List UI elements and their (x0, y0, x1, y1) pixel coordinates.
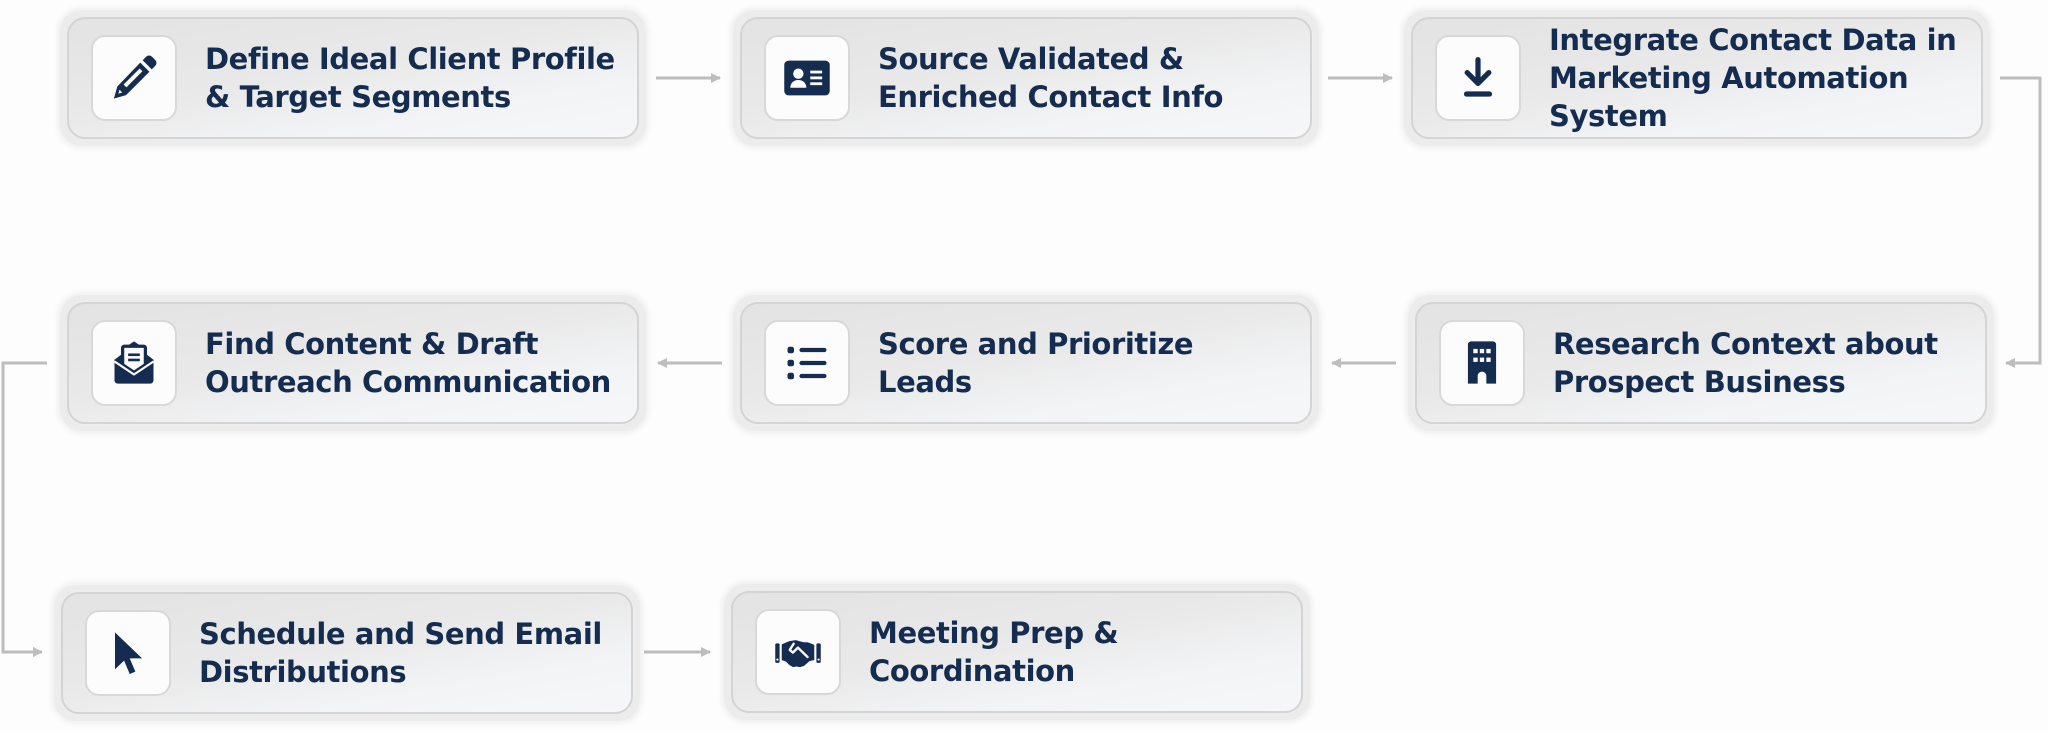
step-label: Schedule and Send Email Distributions (199, 615, 611, 691)
step-node-score-leads[interactable]: Score and Prioritize Leads (733, 295, 1319, 431)
step-label: Score and Prioritize Leads (878, 325, 1290, 401)
icon-container (91, 320, 177, 406)
step-node-body: Source Validated & Enriched Contact Info (740, 17, 1312, 139)
step-label-line: Schedule and Send Email (199, 617, 602, 651)
edge-6-7-arrow (1, 361, 47, 657)
contact-card-icon (784, 60, 830, 96)
step-node-body: Find Content & Draft Outreach Communicat… (67, 302, 639, 424)
step-node-define-icp[interactable]: Define Ideal Client Profile & Target Seg… (60, 10, 646, 146)
step-node-body: Research Context about Prospect Business (1415, 302, 1987, 424)
step-label: Research Context about Prospect Business (1553, 325, 1965, 401)
icon-container (85, 610, 171, 696)
icon-container (1435, 35, 1521, 121)
step-label-line: Find Content & Draft (205, 327, 539, 361)
step-node-body: Score and Prioritize Leads (740, 302, 1312, 424)
step-node-meeting-prep[interactable]: Meeting Prep & Coordination (724, 584, 1310, 720)
step-label-line: Prospect Business (1553, 365, 1846, 399)
step-node-body: Integrate Contact Data in Marketing Auto… (1411, 17, 1983, 139)
step-label-line: Marketing Automation (1549, 61, 1909, 95)
step-node-body: Define Ideal Client Profile & Target Seg… (67, 17, 639, 139)
step-node-body: Meeting Prep & Coordination (731, 591, 1303, 713)
step-node-schedule-send[interactable]: Schedule and Send Email Distributions (54, 585, 640, 721)
step-label-line: Research Context about (1553, 327, 1938, 361)
icon-container (764, 320, 850, 406)
building-icon (1467, 341, 1497, 384)
step-label: Define Ideal Client Profile & Target Seg… (205, 40, 617, 116)
step-label-line: & Target Segments (205, 80, 511, 114)
step-label-line: Distributions (199, 655, 407, 689)
step-node-body: Schedule and Send Email Distributions (61, 592, 633, 714)
icon-container (91, 35, 177, 121)
icon-container (1439, 320, 1525, 406)
step-label-line: Source Validated & (878, 42, 1184, 76)
download-icon (1463, 56, 1493, 97)
step-label-line: Score and Prioritize Leads (878, 327, 1194, 399)
step-node-research-context[interactable]: Research Context about Prospect Business (1408, 295, 1994, 431)
icon-container (755, 609, 841, 695)
step-label-line: System (1549, 99, 1668, 133)
step-label: Source Validated & Enriched Contact Info (878, 40, 1290, 116)
step-label: Meeting Prep & Coordination (869, 614, 1281, 690)
list-icon (787, 346, 827, 380)
step-label-line: Coordination (869, 654, 1075, 688)
step-node-integrate-data[interactable]: Integrate Contact Data in Marketing Auto… (1404, 10, 1990, 146)
edge-3-4-arrow (2000, 76, 2042, 368)
step-label-line: Define Ideal Client Profile (205, 42, 615, 76)
step-node-draft-outreach[interactable]: Find Content & Draft Outreach Communicat… (60, 295, 646, 431)
cursor-pointer-icon (115, 632, 143, 675)
step-label-line: Outreach Communication (205, 365, 611, 399)
step-label-line: Meeting Prep & (869, 616, 1119, 650)
handshake-icon (775, 640, 821, 668)
step-label: Find Content & Draft Outreach Communicat… (205, 325, 617, 401)
open-envelope-icon (113, 341, 155, 384)
step-node-source-contacts[interactable]: Source Validated & Enriched Contact Info (733, 10, 1319, 146)
step-label: Integrate Contact Data in Marketing Auto… (1549, 21, 1961, 135)
pencil-icon (113, 55, 157, 99)
icon-container (764, 35, 850, 121)
step-label-line: Integrate Contact Data in (1549, 23, 1957, 57)
step-label-line: Enriched Contact Info (878, 80, 1224, 114)
